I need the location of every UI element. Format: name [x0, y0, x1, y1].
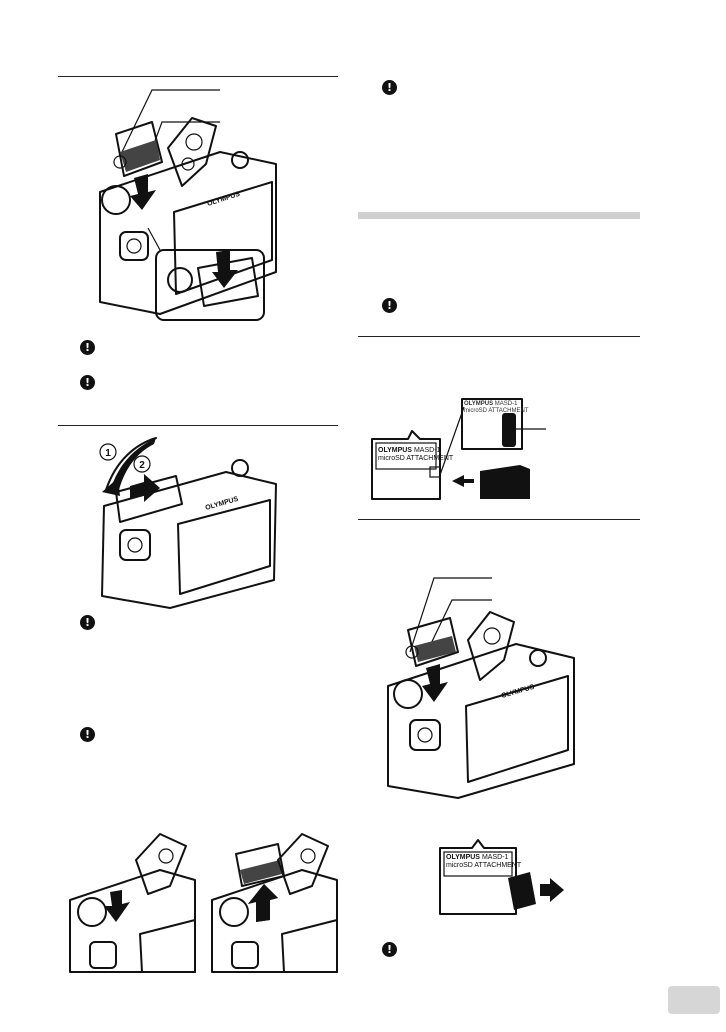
- caution-icon: !: [382, 942, 397, 957]
- page-number-tab: [668, 986, 720, 1014]
- caution-icon: !: [382, 80, 397, 95]
- section-rule-close-cover: [58, 425, 338, 426]
- caution-icon: !: [80, 727, 95, 742]
- adapter-brand: OLYMPUS: [378, 447, 412, 454]
- page-number: [668, 986, 720, 1014]
- caution-icon: !: [80, 375, 95, 390]
- section-rule-insert-attachment: [358, 519, 640, 520]
- adapter-model: MASD-1: [413, 447, 441, 454]
- section-header-bar: [358, 212, 640, 219]
- caution-icon: !: [80, 340, 95, 355]
- adapter-model-zoom: MASD-1: [494, 401, 518, 407]
- card-insert-illustration: OLYMPUS: [99, 89, 277, 321]
- step-marker-2: 2: [139, 460, 145, 471]
- caution-icon: !: [382, 298, 397, 313]
- push-card-illustration: [69, 833, 196, 973]
- adapter-model-remove: MASD-1: [481, 854, 509, 861]
- adapter-brand-remove: OLYMPUS: [446, 854, 480, 861]
- remove-microsd-diagram: OLYMPUS MASD-1 microSD ATTACHMENT: [438, 838, 568, 918]
- attachment-diagram: OLYMPUS MASD-1 microSD ATTACHMENT OLYMPU…: [368, 395, 568, 505]
- section-rule-attachment: [358, 336, 640, 337]
- camera-brand-label-3: OLYMPUS: [501, 684, 536, 700]
- insert-attachment-illustration: OLYMPUS: [387, 577, 575, 799]
- caution-icon: !: [80, 615, 95, 630]
- adapter-label-remove: microSD ATTACHMENT: [446, 862, 522, 869]
- section-rule-insert-card: [58, 76, 338, 77]
- adapter-brand-zoom: OLYMPUS: [464, 401, 494, 407]
- close-cover-illustration: 1 2 OLYMPUS: [99, 437, 277, 609]
- adapter-label-zoom: microSD ATTACHMENT: [464, 408, 529, 414]
- camera-brand-label-1: OLYMPUS: [206, 191, 241, 208]
- eject-card-illustration: [211, 833, 338, 973]
- adapter-label: microSD ATTACHMENT: [378, 455, 454, 462]
- step-marker-1: 1: [105, 448, 111, 459]
